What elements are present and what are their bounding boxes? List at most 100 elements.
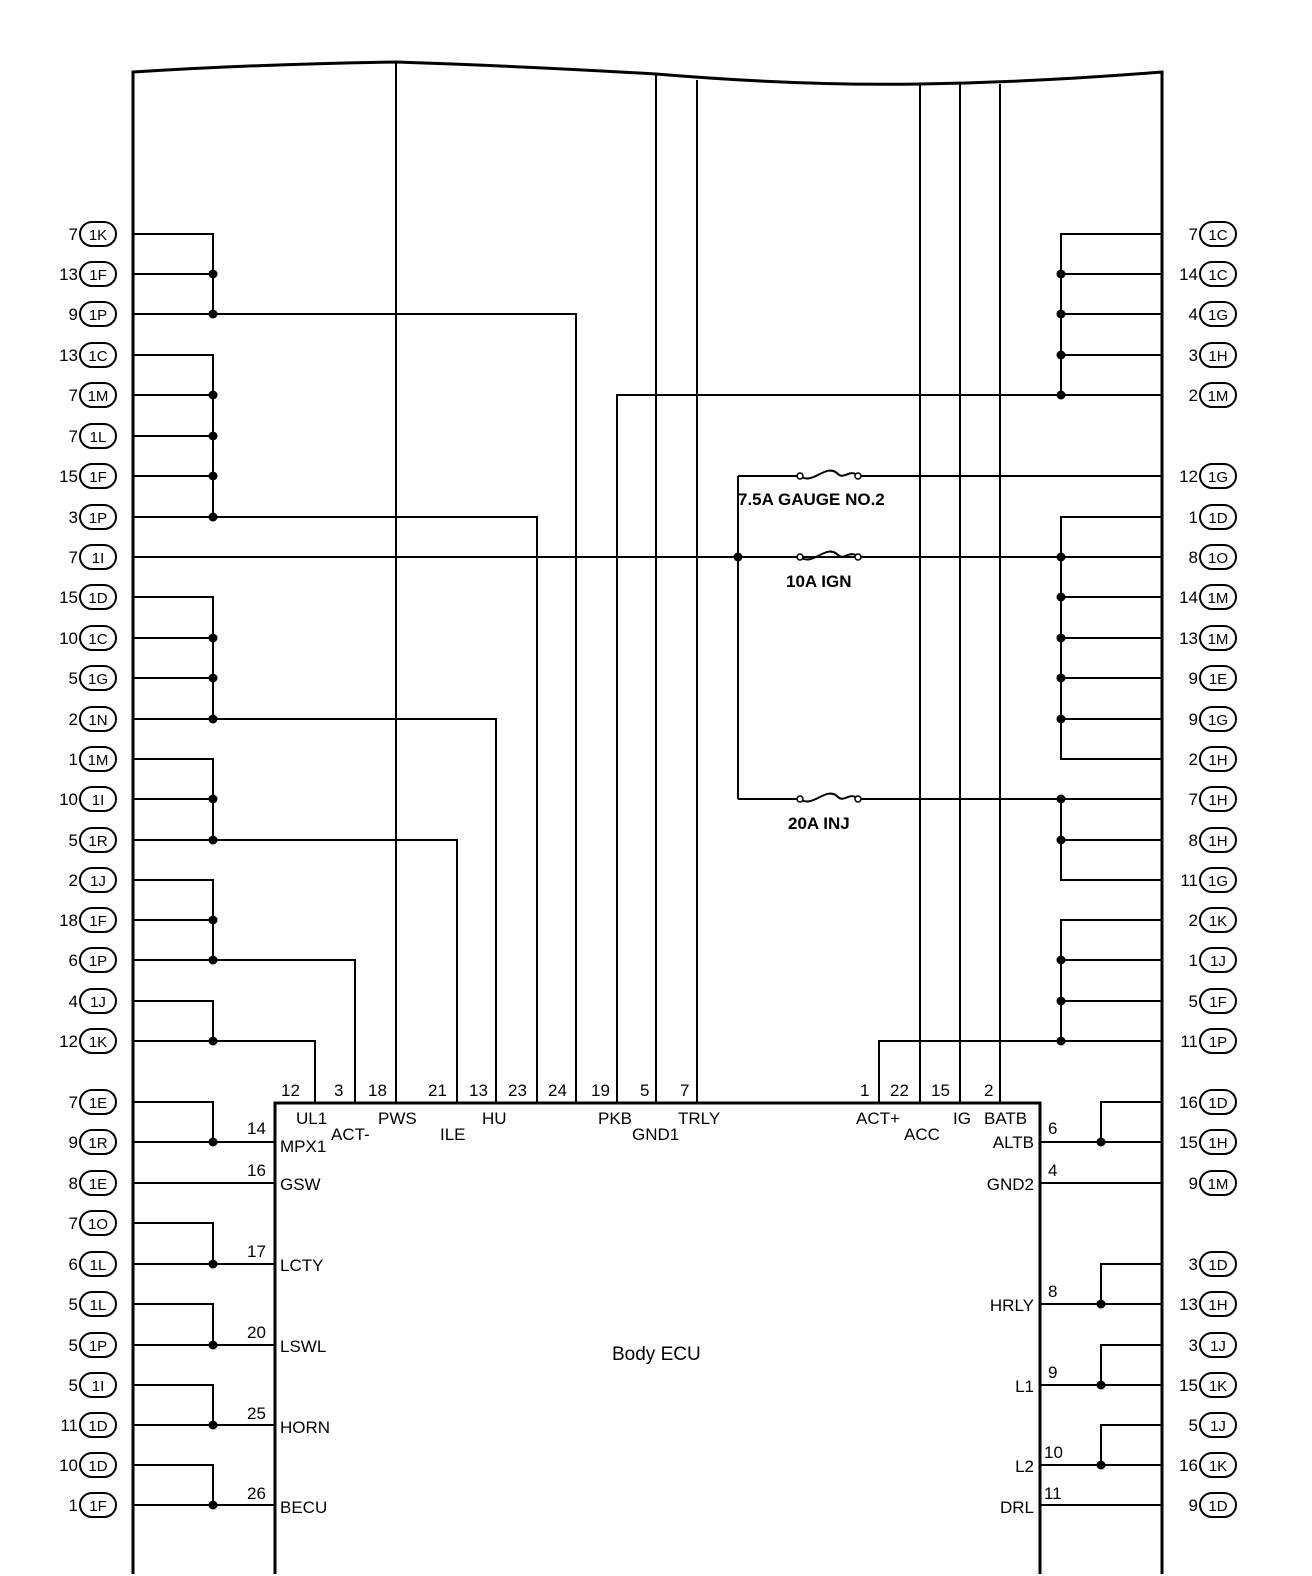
wire [133, 1040, 316, 1103]
connector-pin-number: 1 [69, 750, 78, 769]
connector-pin-number: 7 [69, 548, 78, 567]
top-pin-number: 18 [368, 1081, 387, 1100]
connector-pin-number: 2 [69, 871, 78, 890]
right-pin-name: L2 [1015, 1457, 1034, 1476]
connector-oval [79, 301, 117, 327]
connector-pin-number: 3 [69, 508, 78, 527]
top-pin-name: PWS [378, 1109, 417, 1128]
junction-dot [1056, 1036, 1066, 1046]
left-pin-name: LSWL [280, 1337, 326, 1356]
connector-oval [1199, 827, 1237, 853]
junction-dot [208, 471, 218, 481]
connector-pin-number: 13 [59, 265, 78, 284]
connector-id: 1M [1208, 631, 1229, 648]
top-pin-name: ACT- [331, 1125, 370, 1144]
connector-oval [79, 463, 117, 489]
right-connector-17: 1 1J [1189, 947, 1237, 973]
connector-id: 1H [1208, 833, 1227, 850]
right-connector-9: 13 1M [1179, 625, 1237, 651]
connector-pin-number: 2 [69, 710, 78, 729]
connector-pin-number: 13 [1179, 629, 1198, 648]
connector-pin-number: 5 [1189, 1416, 1198, 1435]
top-pin-number: 7 [680, 1081, 689, 1100]
connector-pin-number: 18 [59, 911, 78, 930]
connector-oval [79, 867, 117, 893]
left-connector-12: 2 1N [69, 706, 117, 732]
connector-id: 1I [92, 792, 105, 809]
left-pin-number: 14 [247, 1119, 266, 1138]
connector-oval [79, 261, 117, 287]
connector-pin-number: 8 [69, 1174, 78, 1193]
left-connector-8: 7 1I [69, 544, 117, 570]
connector-oval [1199, 301, 1237, 327]
connector-pin-number: 8 [1189, 831, 1198, 850]
right-pin-number: 11 [1044, 1484, 1062, 1503]
top-pin-name: GND1 [632, 1125, 679, 1144]
right-pin-name: DRL [1000, 1498, 1034, 1517]
connector-oval [79, 1291, 117, 1317]
connector-oval [79, 1210, 117, 1236]
right-pin-name: ALTB [993, 1133, 1034, 1152]
connector-pin-number: 16 [1179, 1093, 1198, 1112]
connector-id: 1F [89, 1498, 107, 1515]
connector-pin-number: 11 [1180, 871, 1198, 890]
fuse-terminal [854, 472, 862, 480]
fuse-symbol [799, 792, 859, 803]
connector-oval [1199, 1291, 1237, 1317]
junction-dot [1056, 269, 1066, 279]
junction-dot [208, 1036, 218, 1046]
connector-oval [1199, 947, 1237, 973]
connector-pin-number: 14 [1179, 588, 1198, 607]
connector-id: 1E [89, 1095, 107, 1112]
junction-dot [208, 512, 218, 522]
wire [133, 839, 458, 1103]
connector-id: 1I [92, 550, 105, 567]
connector-pin-number: 7 [1189, 790, 1198, 809]
top-pin-number: 13 [469, 1081, 488, 1100]
junction-dot [1056, 794, 1066, 804]
connector-id: 1M [88, 388, 109, 405]
junction-dot [1056, 390, 1066, 400]
top-pin-number: 3 [334, 1081, 343, 1100]
connector-id: 1P [89, 953, 107, 970]
connector-pin-number: 5 [69, 1295, 78, 1314]
connector-id: 1G [1208, 712, 1228, 729]
connector-pin-number: 1 [1189, 951, 1198, 970]
connector-oval [1199, 261, 1237, 287]
top-pin-number: 21 [428, 1081, 447, 1100]
connector-oval [1199, 786, 1237, 812]
connector-oval [79, 1452, 117, 1478]
ecu-title: Body ECU [612, 1344, 701, 1365]
connector-id: 1D [1208, 1257, 1227, 1274]
connector-pin-number: 1 [69, 1496, 78, 1515]
junction-dot [1056, 552, 1066, 562]
connector-oval [79, 988, 117, 1014]
connector-id: 1J [1210, 1418, 1226, 1435]
connector-id: 1H [1208, 348, 1227, 365]
connector-pin-number: 6 [69, 951, 78, 970]
connector-id: 1E [1209, 671, 1227, 688]
connector-oval [1199, 584, 1237, 610]
wire [1100, 1263, 1162, 1304]
connector-pin-number: 9 [69, 1133, 78, 1152]
top-pin-number: 2 [984, 1081, 993, 1100]
left-pin-number: 16 [247, 1161, 266, 1180]
connector-id: 1J [1210, 953, 1226, 970]
connector-id: 1N [88, 712, 107, 729]
